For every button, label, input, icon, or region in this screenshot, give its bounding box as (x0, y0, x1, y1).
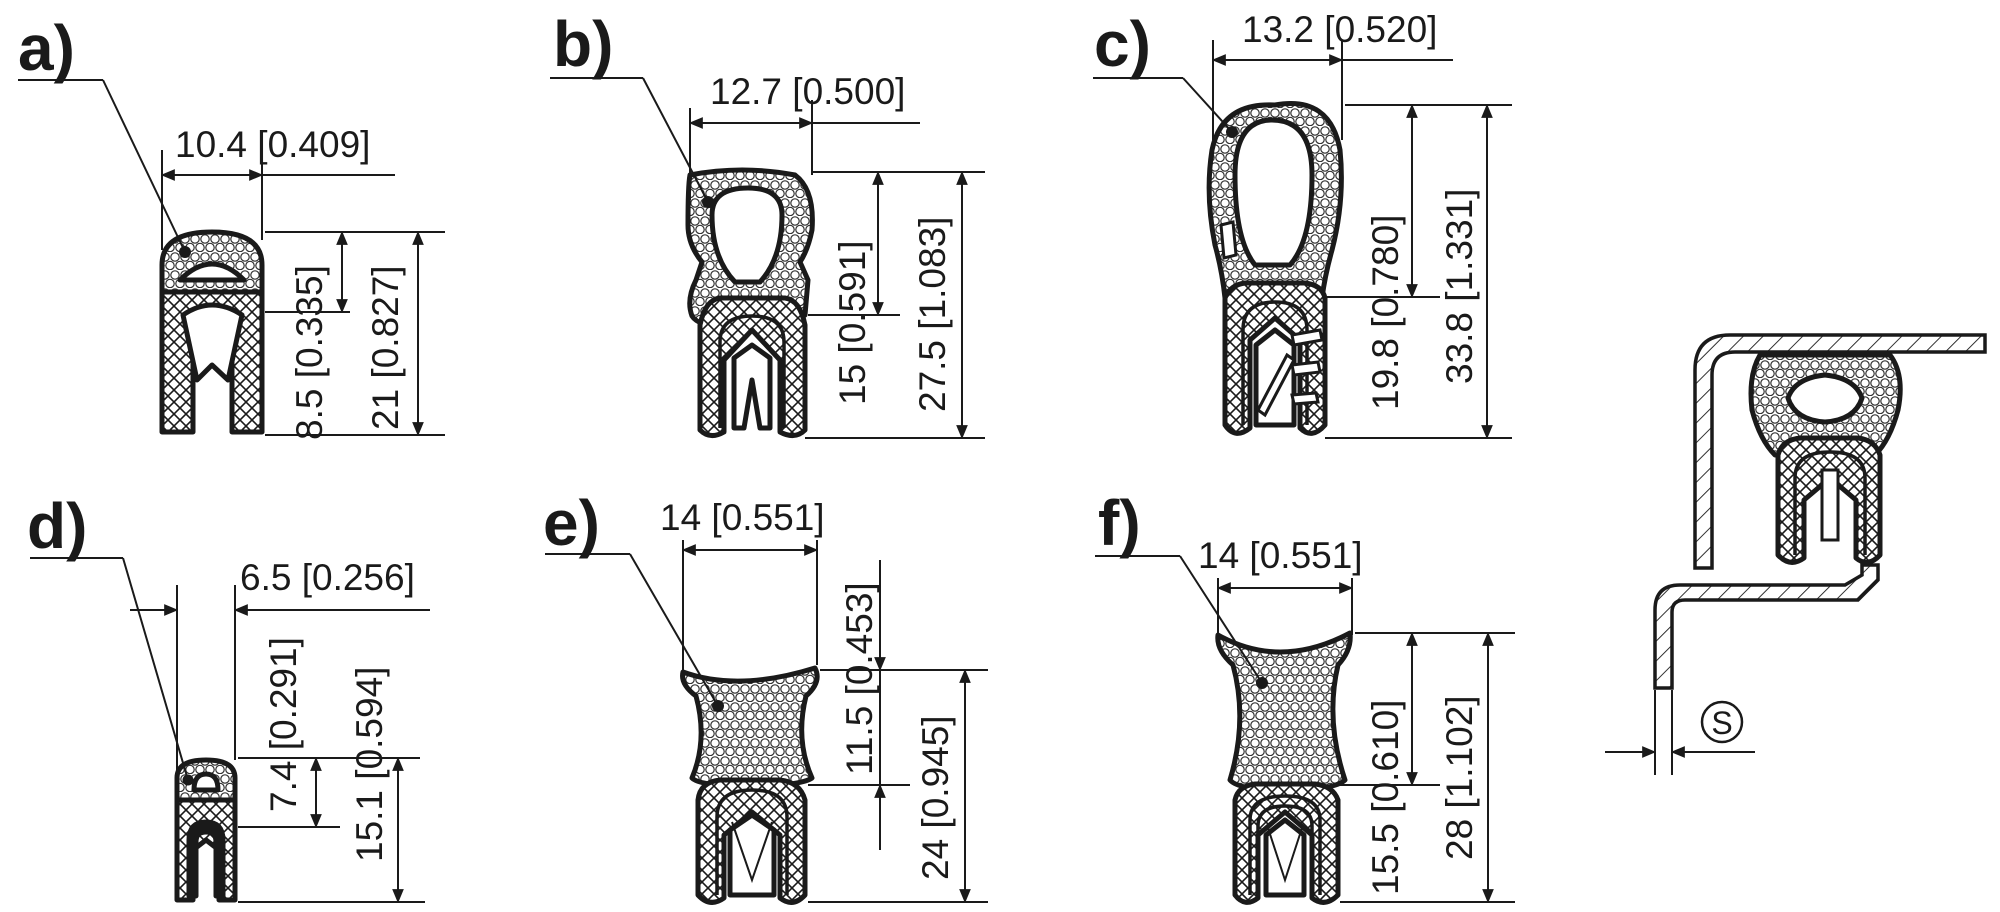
profile-c-total-text: 33.8 [1.331] (1439, 189, 1480, 384)
profile-c-foam-bulb (1206, 101, 1344, 301)
profile-f-bulb-text: 15.5 [0.610] (1365, 700, 1406, 895)
profile-f-width-text: 14 [0.551] (1198, 535, 1363, 576)
profile-d-width-text: 6.5 [0.256] (240, 557, 415, 598)
profile-d-leader-line (122, 557, 189, 781)
installed-seal (1748, 352, 1903, 565)
profile-a-label: a) (18, 12, 75, 84)
profile-e-total-text: 24 [0.945] (915, 715, 956, 880)
profile-d-clip (174, 797, 238, 903)
profile-b-bulb-text: 15 [0.591] (832, 240, 873, 405)
profile-a-width-text: 10.4 [0.409] (175, 124, 370, 165)
profile-b: b) 12.7 [0.500] 15 [0.591] 27.5 [1.083] (550, 8, 985, 440)
profile-d-bulb-text: 7.4 [0.291] (263, 637, 304, 812)
profile-d-foam-bulb (174, 757, 238, 803)
profile-f-clip (1232, 781, 1341, 905)
profile-e: e) 14 [0.551] 11.5 [0.453] 24 [0.945] (543, 487, 988, 905)
thickness-symbol-circle (1700, 700, 1744, 744)
lower-panel (1653, 563, 1880, 690)
profile-e-foam-bulb (680, 665, 820, 789)
profile-a: a) 10.4 [0.409] 8.5 [0.335] 21 [0.827] (18, 12, 445, 440)
profile-c-leader-line (1182, 77, 1233, 133)
profile-a-clip (159, 289, 265, 435)
thickness-symbol-text: S (1711, 705, 1732, 741)
profile-a-total-text: 21 [0.827] (365, 265, 406, 430)
profile-e-width-text: 14 [0.551] (660, 497, 825, 538)
profile-b-leader-line (642, 77, 709, 203)
profile-f: f) 14 [0.551] 15.5 [0.610] 28 [1.102] (1095, 487, 1515, 905)
profile-c-label: c) (1094, 8, 1151, 80)
profile-a-bulb-text: 8.5 [0.335] (289, 265, 330, 440)
upper-panel (1693, 333, 1987, 570)
profile-a-leader-line (102, 79, 186, 253)
profile-f-leader-line (1179, 555, 1263, 684)
profile-c-bulb-text: 19.8 [0.780] (1365, 215, 1406, 410)
profile-e-clip (695, 777, 808, 905)
profile-b-total-text: 27.5 [1.083] (912, 217, 953, 412)
profile-d-label: d) (27, 490, 87, 562)
profile-a-foam-bulb (159, 229, 265, 295)
profile-f-label: f) (1098, 487, 1141, 559)
profile-c-width-text: 13.2 [0.520] (1242, 9, 1437, 50)
profile-e-bulb-text: 11.5 [0.453] (839, 582, 880, 775)
profile-d: d) 6.5 [0.256] 7.4 [0.291] 15.1 [0.594] (27, 490, 430, 904)
profile-c-clip (1222, 280, 1328, 436)
installation-example: S (1605, 333, 1987, 775)
profile-b-clip (697, 295, 808, 438)
profile-d-total-text: 15.1 [0.594] (349, 667, 390, 862)
profile-c: c) 13.2 [0.520] 19.8 [0.780] 33.8 [1.331… (1093, 8, 1512, 440)
profile-f-total-text: 28 [1.102] (1439, 695, 1480, 860)
profile-f-foam-bulb (1215, 630, 1353, 793)
profile-e-label: e) (543, 487, 600, 559)
profile-e-leader-line (629, 553, 719, 707)
profile-b-label: b) (553, 8, 613, 80)
profile-b-width-text: 12.7 [0.500] (710, 71, 905, 112)
